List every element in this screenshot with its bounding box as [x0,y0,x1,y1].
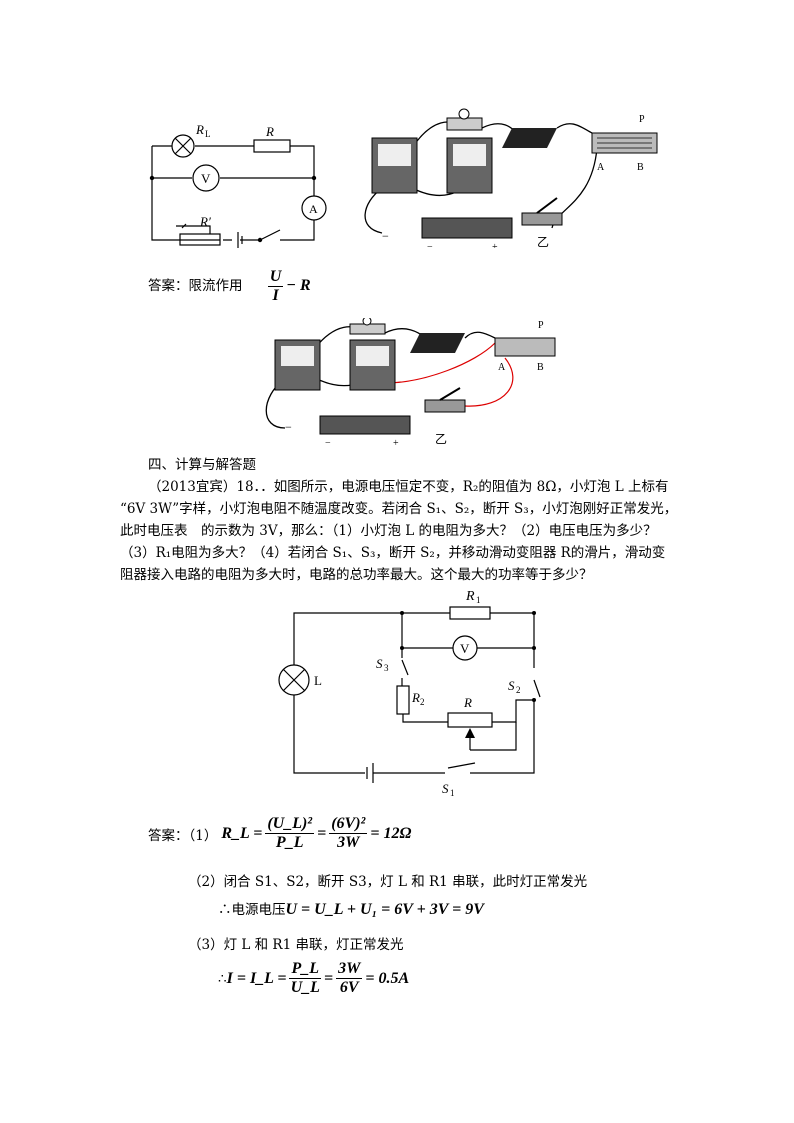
apparatus-diagram-1: − − + A B P 乙 [364,108,658,248]
circuit-diagram-3: R 1 V S 3 S 2 R 2 R L S 1 [278,589,541,798]
label-v: V [201,171,211,186]
label-minus: − [285,420,292,434]
label-a: A [309,202,318,216]
label-b: B [637,162,644,173]
label-s2-sub: 2 [516,685,521,695]
label-s2: S [508,678,515,693]
label-a: A [498,362,506,373]
answer-part-2-text: （2）闭合 S1、S2，断开 S3，灯 L 和 R1 串联，此时灯正常发光 [188,874,588,890]
battery-box [421,217,513,239]
label-minus-2: − [427,242,433,248]
answer-3-lhs: I = I_L = [226,969,287,987]
bulb [446,108,483,131]
label-a: A [597,162,605,173]
voltmeter [446,137,493,194]
label-r1-sub: 1 [476,595,481,605]
label-s3: S [376,656,383,671]
label-r1: R [465,589,475,604]
answer-1-den: I [272,287,279,304]
problem-line-3: 此时电压表 的示数为 3V，那么：（1）小灯泡 L 的电阻为多大？（2）电压电压… [120,523,657,539]
circuit-diagram-1: R L R V A R′ [149,122,327,248]
answer-1-num2: (6V)² [329,815,368,834]
ammeter [371,137,418,194]
answer-3-den2: 6V [339,979,359,996]
problem-line-4: （3）R₁电阻为多大？（4）若闭合 S₁、S₃，断开 S₂，并移动滑动变阻器 R… [120,545,666,561]
answer-1-den1: P_L [275,834,304,851]
answer-1-num: U [267,268,284,287]
answer-2-prefix: ∴电源电压 [218,902,286,918]
label-s3-sub: 3 [384,663,389,673]
resistor-block [502,128,557,148]
label-r: R [463,695,472,710]
answer-3-result: = 0.5A [365,969,410,987]
answer-part-3-text: （3）灯 L 和 R1 串联，灯正常发光 [188,937,404,953]
label-minus: − [382,229,389,243]
answer-3-den1: U_L [290,979,320,996]
answer-1-tail: − R [286,277,311,295]
answer-3-num1: P_L [289,960,322,979]
label-yi: 乙 [435,432,447,446]
answer-1-lhs: R_L = [221,824,263,842]
label-plus: + [492,242,498,248]
answer-1-label: 答案：（1） [148,827,218,844]
label-s1: S [442,781,449,796]
answer-1-result: = 12Ω [370,824,412,842]
answer-3-num2: 3W [336,960,363,979]
problem-line-1: （2013宜宾）18．．如图所示，电源电压恒定不变，R₂的阻值为 8Ω，小灯泡 … [148,479,669,495]
rheostat [591,132,658,154]
label-v: V [460,641,470,656]
label-b: B [537,362,544,373]
label-p: P [639,114,645,125]
label-l: L [314,673,322,688]
section-heading: 四、计算与解答题 [148,457,256,473]
label-rprime: R′ [199,214,211,229]
problem-line-5: 阻器接入电路的电阻为多大时，电路的总功率最大。这个最大的功率等于多少？ [120,567,593,583]
apparatus-diagram-2: − − + A B P 乙 [265,318,556,448]
answer-1-prefix: 答案：限流作用 [148,278,243,295]
answer-2-formula: U = U_L + U₁ = 6V + 3V = 9V [285,901,484,918]
label-minus-2: − [325,438,331,448]
label-s1-sub: 1 [450,788,455,798]
label-rl: R [195,122,204,137]
label-p: P [538,320,544,331]
label-r2-sub: 2 [420,697,425,707]
answer-3-prefix: ∴ [218,970,227,987]
label-yi: 乙 [537,235,549,248]
answer-part-2-formula: ∴电源电压U = U_L + U₁ = 6V + 3V = 9V [218,898,484,919]
label-plus: + [393,438,399,448]
label-r: R [265,124,274,139]
label-rl-sub: L [205,129,211,139]
answer-1-den2: 3W [337,834,360,851]
switch [521,197,563,226]
answer-1-num1: (U_L)² [265,815,315,834]
problem-line-2: “6V 3W”字样，小灯泡电阻不随温度改变。若闭合 S₁、S₂，断开 S₃，小灯… [120,501,678,517]
label-r2: R [411,690,420,705]
